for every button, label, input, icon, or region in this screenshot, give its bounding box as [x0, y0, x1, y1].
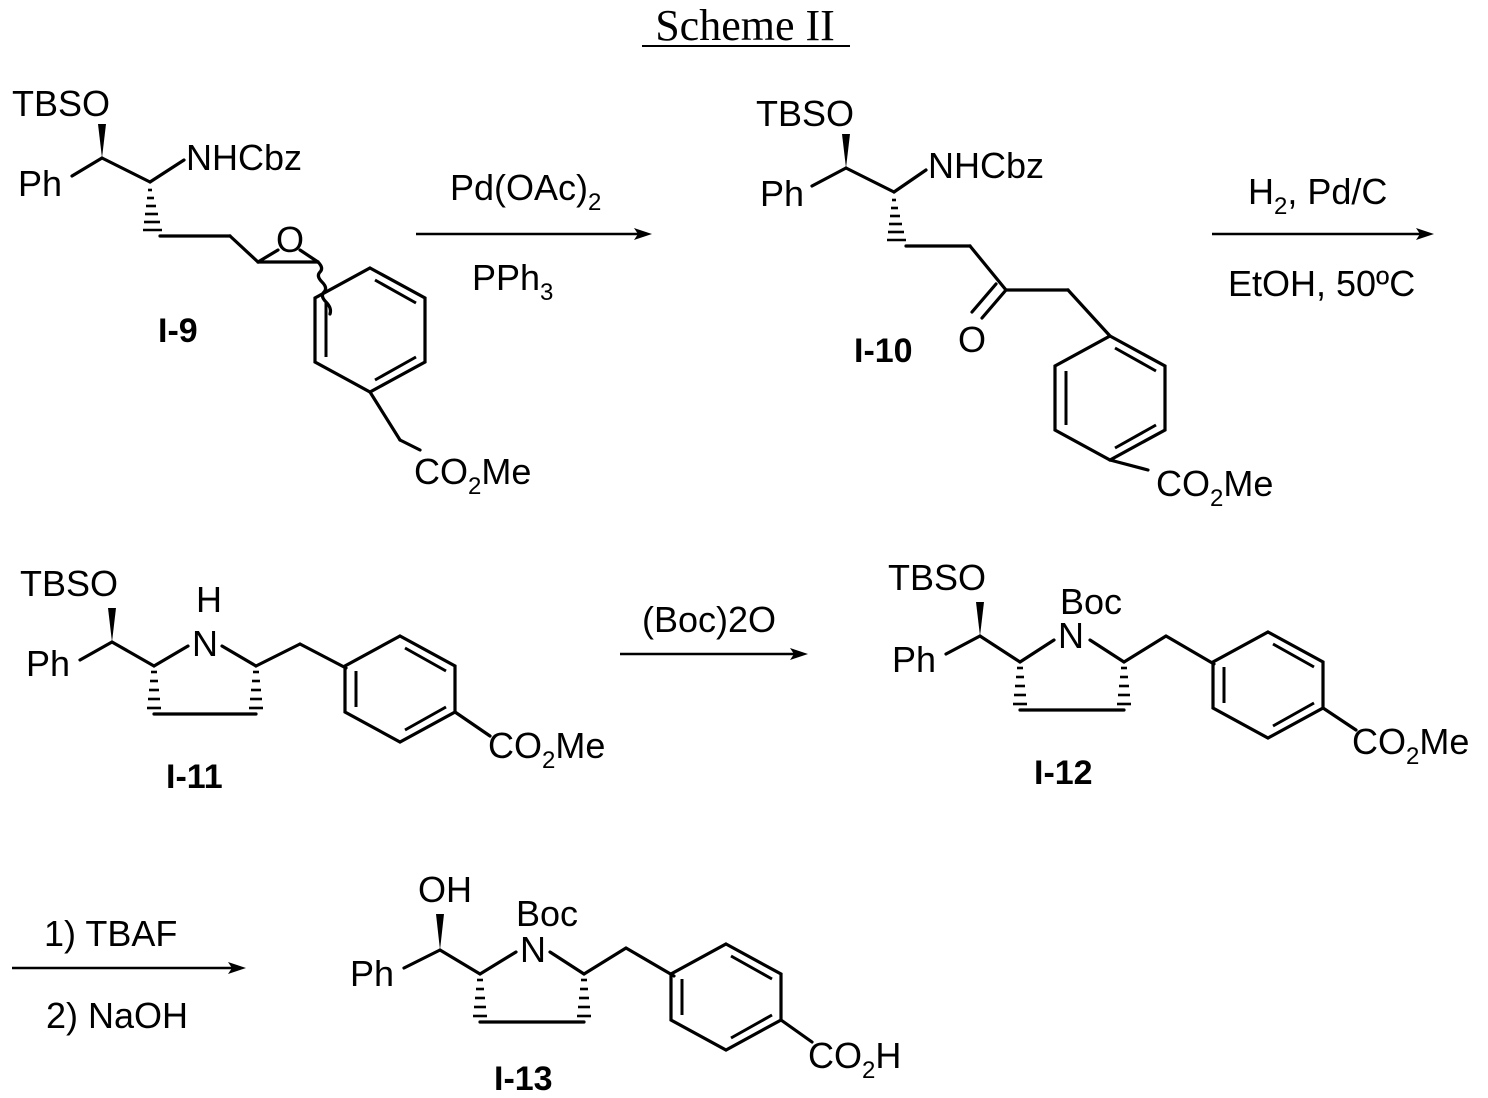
bond: [222, 646, 256, 666]
reagent-above: H2, Pd/C: [1248, 171, 1387, 220]
bond: [80, 642, 112, 660]
compound-id: I-12: [1034, 754, 1093, 792]
phenyl-label: Ph: [892, 639, 936, 680]
benzene-ring: [671, 944, 781, 1050]
wedge-bond: [842, 134, 850, 168]
compound-id: I-11: [166, 758, 223, 796]
hashed-bond: [143, 190, 162, 230]
tbso-label: TBSO: [12, 83, 110, 124]
nitrogen-label: N: [520, 929, 546, 970]
tbso-label: TBSO: [20, 563, 118, 604]
reagent-above: Pd(OAc)2: [450, 167, 601, 216]
ester-label: CO2Me: [1156, 463, 1273, 512]
bond: [370, 392, 400, 440]
tbso-label: TBSO: [756, 93, 854, 134]
bond: [1020, 640, 1054, 662]
bond: [894, 170, 926, 192]
compound-id: I-13: [494, 1060, 553, 1098]
bond: [256, 644, 300, 666]
reaction-arrow-3: (Boc)2O: [620, 599, 808, 660]
hashed-bond: [1117, 668, 1131, 704]
compound-I-12: TBSO Ph Boc N CO2Me I-12: [888, 557, 1469, 792]
compound-id: I-9: [158, 312, 198, 350]
benzene-ring: [1213, 632, 1323, 738]
bond: [258, 250, 278, 262]
hydroxyl-label: OH: [418, 869, 472, 910]
nitrogen-label: N: [1058, 615, 1084, 656]
phenyl-label: Ph: [18, 163, 62, 204]
bond: [970, 246, 1006, 290]
carboxylic-acid-label: CO2H: [808, 1035, 901, 1084]
ester-label: CO2Me: [488, 725, 605, 774]
scheme-title: Scheme II: [642, 1, 850, 50]
bond: [626, 948, 674, 976]
compound-I-13: OH Ph Boc N CO2H I-13: [350, 869, 901, 1098]
reaction-arrow-4: 1) TBAF 2) NaOH: [12, 913, 246, 1036]
hashed-bond: [577, 980, 591, 1016]
scheme-title-text: Scheme II: [655, 1, 835, 50]
bond: [480, 952, 516, 974]
bond: [846, 168, 894, 192]
wedge-bond: [98, 124, 106, 158]
bond: [1110, 460, 1148, 470]
tbso-label: TBSO: [888, 557, 986, 598]
bond: [1166, 636, 1214, 664]
hashed-bond: [473, 980, 487, 1016]
carbonyl-oxygen-label: O: [958, 319, 986, 360]
compound-id: I-10: [854, 332, 913, 370]
bond: [550, 952, 584, 974]
bond: [112, 642, 154, 666]
reagent-above: 1) TBAF: [44, 913, 177, 954]
boc-label: Boc: [516, 893, 578, 934]
reagent-below: EtOH, 50ºC: [1228, 263, 1415, 304]
bond: [584, 948, 626, 974]
phenyl-label: Ph: [26, 643, 70, 684]
bond: [946, 636, 980, 654]
nhcbz-label: NHCbz: [186, 137, 302, 178]
bond: [440, 950, 480, 974]
reagent-below: 2) NaOH: [46, 995, 188, 1036]
hashed-bond: [249, 672, 263, 708]
ester-label: CO2Me: [414, 451, 531, 500]
bond: [812, 168, 846, 186]
wedge-bond: [108, 608, 116, 642]
compound-I-9: TBSO Ph NHCbz O CO2Me I: [12, 83, 531, 500]
nh-hydrogen-label: H: [196, 579, 222, 620]
bond: [1124, 636, 1166, 662]
benzene-ring: [315, 268, 425, 392]
compound-I-10: TBSO Ph NHCbz O CO2Me I-10: [756, 93, 1273, 512]
benzene-ring: [345, 636, 455, 742]
bond: [150, 160, 184, 182]
epoxide-oxygen-label: O: [276, 219, 304, 260]
bond: [980, 636, 1020, 662]
phenyl-label: Ph: [760, 173, 804, 214]
wedge-bond: [436, 914, 444, 950]
bond: [72, 158, 102, 176]
reagent-above: (Boc)2O: [642, 599, 776, 640]
bond: [455, 712, 490, 736]
bond: [154, 646, 188, 666]
wedge-bond: [976, 602, 984, 636]
bond: [230, 236, 258, 262]
bond: [300, 644, 346, 668]
bond: [400, 440, 420, 450]
phenyl-label: Ph: [350, 953, 394, 994]
hashed-bond: [1013, 668, 1027, 704]
nhcbz-label: NHCbz: [928, 145, 1044, 186]
hashed-bond: [147, 672, 161, 708]
wavy-bond: [318, 262, 331, 314]
reaction-arrow-2: H2, Pd/C EtOH, 50ºC: [1212, 171, 1434, 304]
bond: [102, 158, 150, 182]
bond: [404, 950, 440, 968]
reaction-arrow-1: Pd(OAc)2 PPh3: [416, 167, 652, 306]
reagent-below: PPh3: [472, 257, 553, 306]
compound-I-11: TBSO Ph H N CO2Me I-: [20, 563, 605, 796]
bond: [1090, 640, 1124, 662]
bond: [1068, 290, 1110, 336]
benzene-ring: [1055, 336, 1165, 460]
ester-label: CO2Me: [1352, 721, 1469, 770]
nitrogen-label: N: [192, 623, 218, 664]
hashed-bond: [887, 200, 906, 240]
